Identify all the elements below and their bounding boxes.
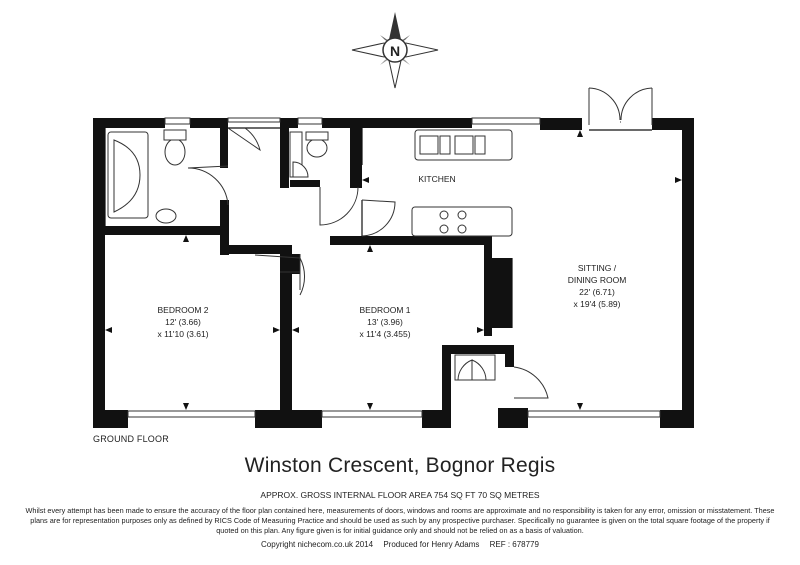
reference-text: REF : 678779: [489, 540, 539, 549]
bathroom-fixtures: [107, 129, 329, 224]
property-title: Winston Crescent, Bognor Regis: [244, 454, 556, 477]
french-doors: [588, 87, 653, 125]
credits: Copyright nichecom.co.uk 2014 Produced f…: [0, 540, 800, 549]
floor-area: APPROX. GROSS INTERNAL FLOOR AREA 754 SQ…: [260, 490, 540, 500]
copyright-text: Copyright nichecom.co.uk 2014: [261, 540, 374, 549]
bedroom1-name: BEDROOM 1: [359, 305, 410, 315]
walls: [93, 118, 694, 428]
bedroom2-name: BEDROOM 2: [157, 305, 208, 315]
sitting-name-1: SITTING /: [578, 263, 617, 273]
disclaimer-text: Whilst every attempt has been made to en…: [25, 506, 775, 535]
kitchen-label: KITCHEN: [418, 174, 455, 184]
kitchen-units: [411, 129, 513, 237]
bedroom1-dim-2: x 11'4 (3.455): [359, 329, 410, 339]
bedroom2-dim-2: x 11'10 (3.61): [157, 329, 208, 339]
sitting-name-2: DINING ROOM: [568, 275, 627, 285]
bedroom2-dim-1: 12' (3.66): [165, 317, 201, 327]
compass-n-label: N: [390, 43, 400, 59]
bedroom1-dim-1: 13' (3.96): [367, 317, 403, 327]
sitting-dim-2: x 19'4 (5.89): [574, 299, 621, 309]
compass-icon: N: [351, 12, 439, 89]
produced-for-text: Produced for Henry Adams: [383, 540, 480, 549]
sitting-dim-1: 22' (6.71): [579, 287, 615, 297]
floor-label: GROUND FLOOR: [93, 434, 169, 444]
